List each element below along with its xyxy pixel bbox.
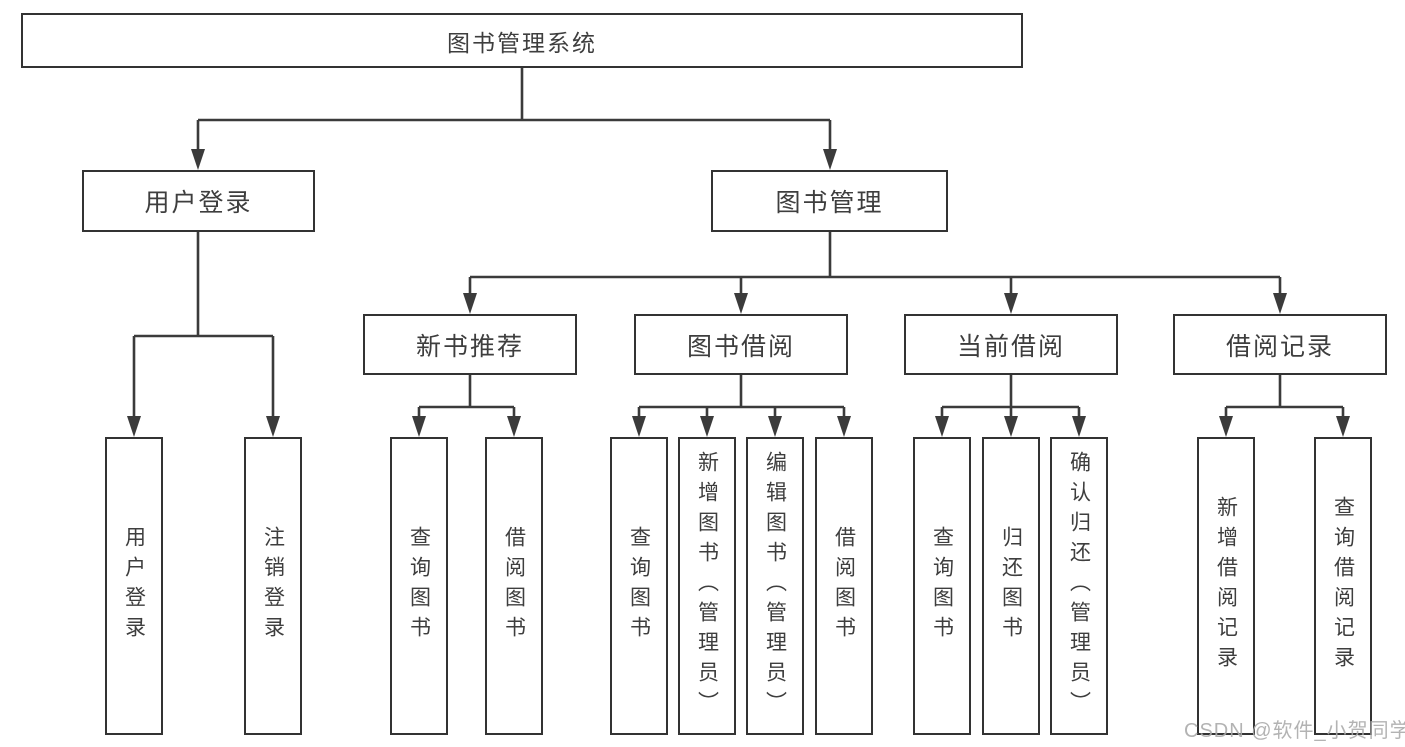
arrowhead <box>837 416 851 437</box>
node-user-login: 用户登录 <box>82 170 315 232</box>
arrowhead <box>823 149 837 170</box>
arrowhead <box>1004 416 1018 437</box>
arrowhead <box>463 293 477 314</box>
leaf-current-return-book: 归还图书 <box>982 437 1040 735</box>
leaf-borrow-borrow-book: 借阅图书 <box>815 437 873 735</box>
leaf-current-confirm-return: 确认归还（管理员） <box>1050 437 1108 735</box>
node-root: 图书管理系统 <box>21 13 1023 68</box>
arrowhead <box>700 416 714 437</box>
leaf-current-query-book: 查询图书 <box>913 437 971 735</box>
node-new-book-recommend: 新书推荐 <box>363 314 577 375</box>
arrowhead <box>1336 416 1350 437</box>
leaf-recommend-query-book: 查询图书 <box>390 437 448 735</box>
connector-segments <box>132 68 1345 419</box>
node-book-borrow: 图书借阅 <box>634 314 848 375</box>
arrowhead <box>632 416 646 437</box>
arrowhead <box>1273 293 1287 314</box>
arrowhead <box>191 149 205 170</box>
arrowhead <box>935 416 949 437</box>
arrowhead <box>412 416 426 437</box>
node-book-management: 图书管理 <box>711 170 948 232</box>
arrowhead <box>768 416 782 437</box>
leaf-borrow-query-book: 查询图书 <box>610 437 668 735</box>
leaf-logout: 注销登录 <box>244 437 302 735</box>
leaf-record-query: 查询借阅记录 <box>1314 437 1372 735</box>
leaf-borrow-add-book: 新增图书（管理员） <box>678 437 736 735</box>
arrowhead <box>1072 416 1086 437</box>
arrowhead <box>1004 293 1018 314</box>
leaf-record-add: 新增借阅记录 <box>1197 437 1255 735</box>
leaf-recommend-borrow-book: 借阅图书 <box>485 437 543 735</box>
arrowhead <box>734 293 748 314</box>
leaf-borrow-edit-book: 编辑图书（管理员） <box>746 437 804 735</box>
arrowhead <box>266 416 280 437</box>
watermark: CSDN @软件_小贺同学 <box>1184 720 1405 742</box>
node-borrow-record: 借阅记录 <box>1173 314 1387 375</box>
arrowhead <box>1219 416 1233 437</box>
arrowhead <box>127 416 141 437</box>
node-current-borrow: 当前借阅 <box>904 314 1118 375</box>
leaf-user-login: 用户登录 <box>105 437 163 735</box>
arrowhead <box>507 416 521 437</box>
